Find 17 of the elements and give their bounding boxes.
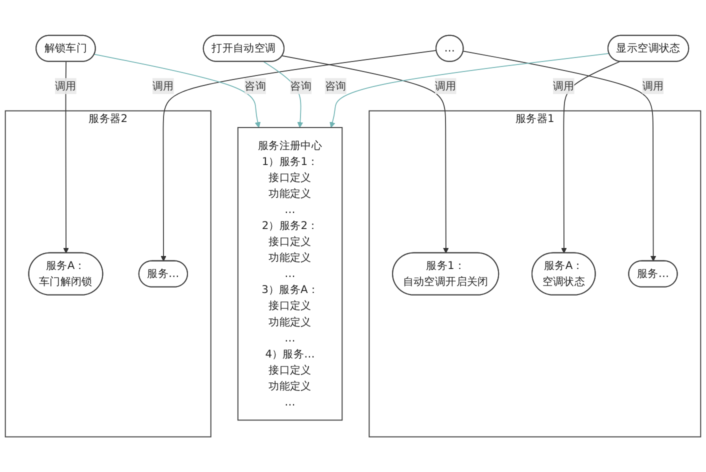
- arrow: [282, 55, 449, 254]
- edge-label: 调用: [552, 79, 574, 92]
- node-box: 服务注册中心 1）服务1： 接口定义 功能定义 … 2）服务2： 接口定义 功能定义 … 3）服务A： 接口定义 功能定义 … 4）服务… 接口定义 功能定义 …: [237, 126, 343, 421]
- edge-label: 咨询: [244, 79, 266, 92]
- edge-label: 调用: [55, 79, 76, 92]
- arrow: [160, 50, 437, 262]
- arrow: [330, 52, 610, 128]
- arrow: [63, 61, 69, 254]
- edge-label: 调用: [434, 79, 456, 92]
- arrow: [462, 50, 656, 262]
- arrow: [94, 54, 261, 128]
- edge-label: 调用: [152, 79, 174, 92]
- arrow: [263, 61, 304, 128]
- edge-label: 咨询: [324, 79, 346, 92]
- arrow: [561, 61, 620, 254]
- edge-label: 调用: [642, 79, 664, 92]
- edge-label: 咨询: [290, 79, 312, 92]
